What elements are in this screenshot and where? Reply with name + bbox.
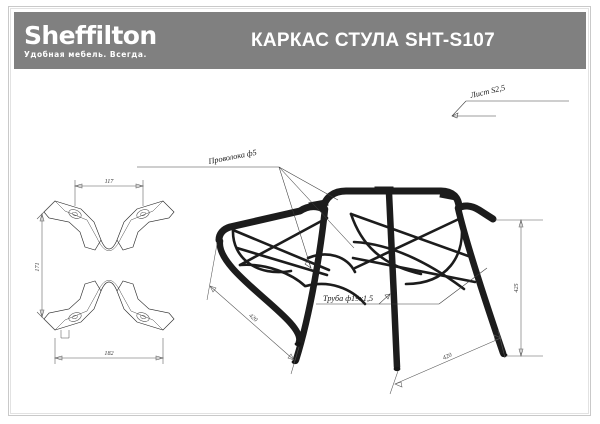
mounting-bracket-left — [308, 199, 329, 209]
brand-logo: Sheffilton Удобная мебель. Всегда. — [14, 23, 184, 59]
leg-front-left — [216, 237, 303, 346]
mounting-bracket-right — [439, 190, 458, 201]
cross-arm-top-right — [116, 200, 175, 251]
technical-drawing-canvas: 117 171 182 — [9, 72, 590, 414]
callout-tube: Труба ф19х1,5 — [316, 267, 488, 305]
callout-label-sheet: Лист S2,5 — [468, 83, 506, 100]
document-header: Sheffilton Удобная мебель. Всегда. КАРКА… — [14, 12, 586, 69]
leg-front-center — [385, 189, 401, 371]
dimension-iso-depth-left: 420 — [206, 243, 300, 375]
wire-bracing-left-panel — [231, 216, 331, 288]
cross-center-junction — [96, 237, 122, 294]
iso-view-drawing: Лист S2,5 Проволока ф5 Тр — [137, 83, 569, 395]
brand-name: Sheffilton — [24, 20, 157, 50]
dimension-label-iso-height: 425 — [513, 283, 520, 292]
foot-glide-front-center — [393, 366, 401, 372]
callout-label-tube: Труба ф19х1,5 — [323, 294, 373, 303]
cross-arm-bottom-left — [43, 280, 102, 339]
callout-sheet: Лист S2,5 — [451, 83, 569, 119]
dimension-label-top-width: 117 — [105, 178, 115, 185]
cross-arm-bottom-right — [116, 280, 175, 331]
dimension-top-width: 117 — [73, 178, 145, 206]
callout-label-wire: Проволока ф5 — [207, 148, 258, 166]
brand-tagline: Удобная мебель. Всегда. — [24, 49, 147, 59]
dimension-label-iso-depth-left: 420 — [247, 312, 259, 324]
dimension-label-left-diagonal: 171 — [34, 262, 41, 271]
dimension-label-bottom-width: 182 — [104, 350, 113, 357]
top-view-drawing: 117 171 182 — [34, 178, 175, 364]
dimension-bottom-width: 182 — [53, 338, 165, 364]
page-title: КАРКАС СТУЛА SHT-S107 — [250, 29, 496, 51]
wire-bracing-right-panel — [349, 212, 477, 291]
dimension-label-iso-depth-right: 420 — [442, 351, 454, 362]
dimension-iso-depth-right: 420 — [389, 329, 506, 395]
foot-glide-rear-left — [291, 359, 299, 365]
foot-glide-front-left — [294, 341, 302, 347]
dimension-iso-height: 425 — [495, 218, 543, 358]
cross-arm-top-left — [43, 200, 102, 251]
dimension-left-diagonal: 171 — [34, 200, 56, 331]
wire-bracing-center-arc — [304, 253, 367, 306]
leg-rear-left — [292, 205, 329, 364]
